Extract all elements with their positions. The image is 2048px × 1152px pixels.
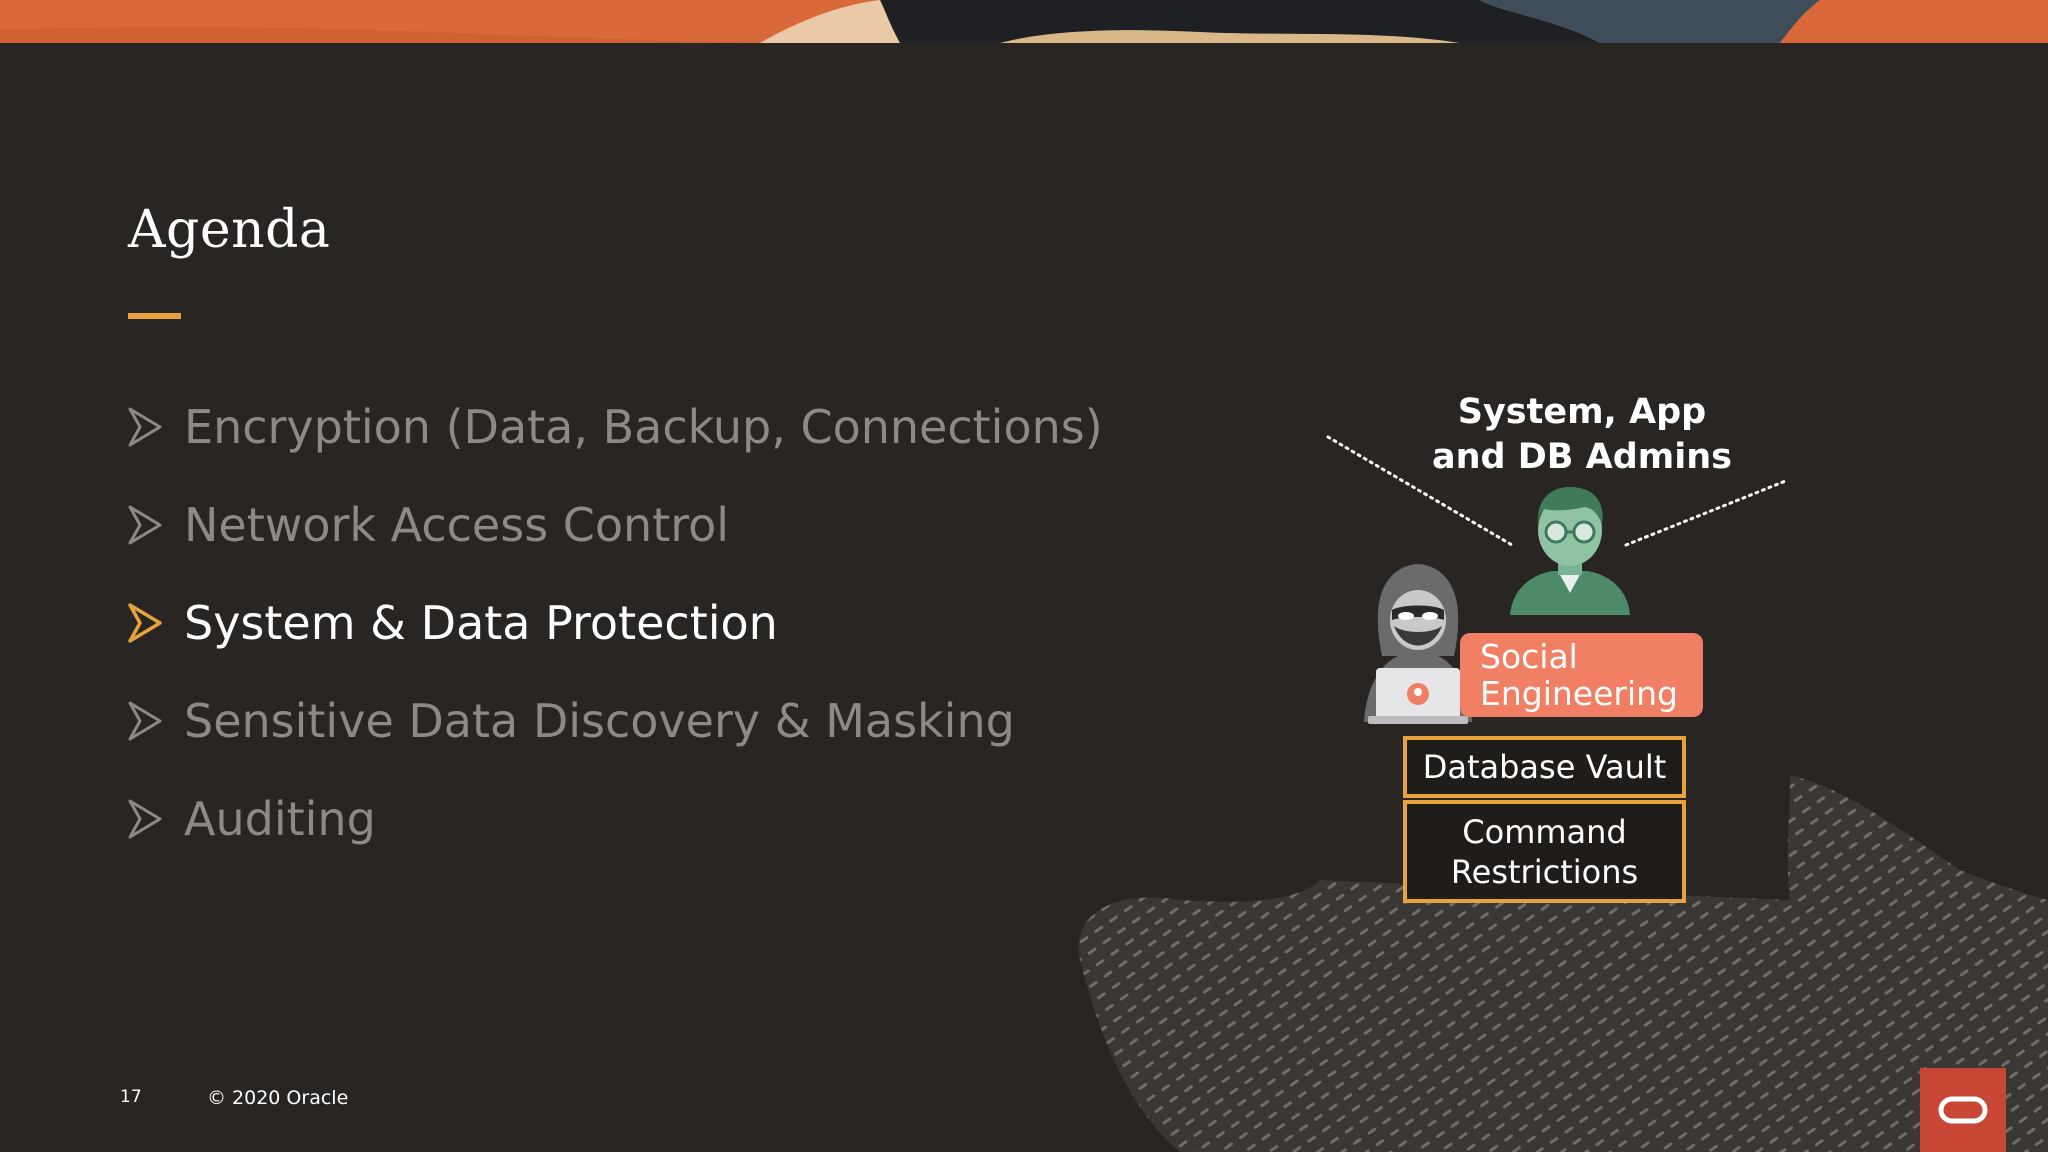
- arrowhead-bullet-icon: [128, 402, 184, 452]
- agenda-item-label: Network Access Control: [184, 498, 730, 552]
- social-line2: Engineering: [1480, 674, 1678, 713]
- agenda-item-encryption: Encryption (Data, Backup, Connections): [128, 378, 1103, 476]
- hooded-hacker-icon: [1364, 564, 1472, 724]
- arrowhead-bullet-icon: [128, 696, 184, 746]
- agenda-item-label: System & Data Protection: [184, 596, 778, 650]
- admins-label-line1: System, App: [1457, 392, 1707, 432]
- agenda-item-label: Encryption (Data, Backup, Connections): [184, 400, 1103, 454]
- command-restrictions-box: Command Restrictions: [1403, 800, 1686, 903]
- admin-person-icon: [1510, 487, 1630, 615]
- social-engineering-badge: Social Engineering: [1460, 633, 1703, 717]
- dotted-connector-lines: [1326, 435, 1790, 547]
- agenda-item-system-data-protection: System & Data Protection: [128, 574, 1103, 672]
- arrowhead-bullet-icon: [128, 500, 184, 550]
- social-line1: Social: [1480, 637, 1578, 676]
- agenda-item-auditing: Auditing: [128, 770, 1103, 868]
- arrowhead-bullet-icon: [128, 794, 184, 844]
- agenda-item-data-discovery: Sensitive Data Discovery & Masking: [128, 672, 1103, 770]
- arrowhead-bullet-icon: [128, 598, 184, 648]
- oracle-logo-icon: [1920, 1068, 2006, 1152]
- copyright-text: © 2020 Oracle: [207, 1087, 349, 1109]
- agenda-item-label: Auditing: [184, 792, 376, 846]
- admins-label: System, App and DB Admins: [1382, 390, 1782, 480]
- title-underline: [128, 313, 181, 319]
- agenda-list: Encryption (Data, Backup, Connections) N…: [128, 378, 1103, 868]
- page-number: 17: [120, 1087, 142, 1107]
- restrictions-line2: Restrictions: [1450, 852, 1639, 891]
- slide-title: Agenda: [128, 200, 331, 260]
- agenda-item-label: Sensitive Data Discovery & Masking: [184, 694, 1015, 748]
- agenda-item-network-access: Network Access Control: [128, 476, 1103, 574]
- restrictions-line1: Command: [1462, 812, 1627, 851]
- database-vault-box: Database Vault: [1403, 736, 1686, 798]
- vault-label: Database Vault: [1422, 748, 1667, 786]
- top-decorative-band: [0, 0, 2048, 43]
- admins-label-line2: and DB Admins: [1431, 437, 1733, 477]
